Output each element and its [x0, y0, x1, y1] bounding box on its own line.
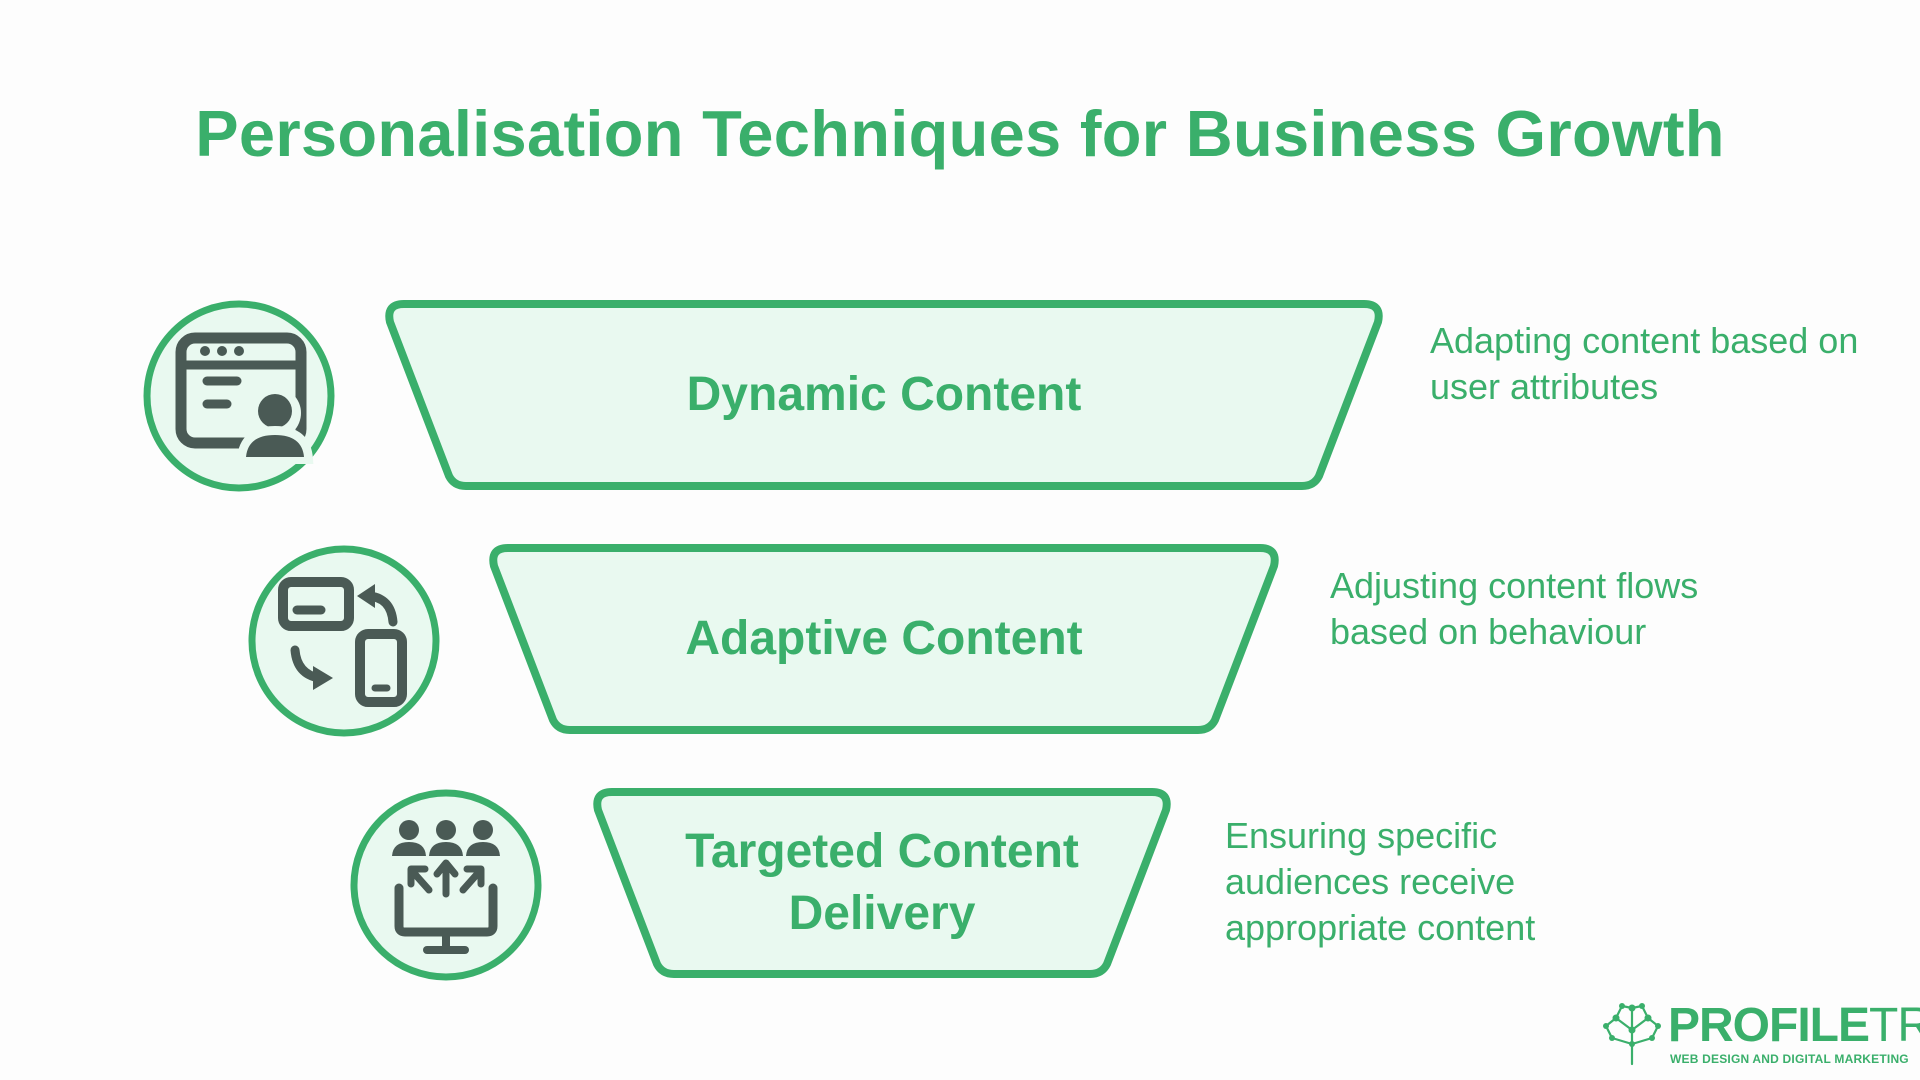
profiletree-logo: PROFILETREE WEB DESIGN AND DIGITAL MARKE… [1600, 1000, 1920, 1070]
funnel-step-targeted-content-delivery: Targeted Content Delivery [582, 786, 1182, 980]
page-title: Personalisation Techniques for Business … [195, 97, 1725, 170]
logo-name-thin: TREE [1869, 999, 1920, 1052]
step-description: Ensuring specific audiences receive appr… [1225, 815, 1536, 948]
step-description: Adjusting content flows based on behavio… [1330, 565, 1699, 652]
step-1-icon-circle [142, 299, 336, 493]
browser-user-icon [143, 300, 335, 492]
funnel-step-dynamic-content: Dynamic Content [374, 298, 1394, 492]
step-label: Adaptive Content [685, 612, 1083, 665]
step-label: Dynamic Content [686, 368, 1082, 421]
logo-wordmark: PROFILETREE [1668, 1000, 1920, 1052]
tree-network-icon [1603, 1003, 1661, 1066]
logo-name-bold: PROFILE [1668, 999, 1870, 1052]
funnel-step-adaptive-content: Adaptive Content [478, 542, 1290, 736]
step-description: Adapting content based on user attribute… [1430, 320, 1859, 407]
audience-screen-icon [350, 789, 542, 981]
step-label: Targeted Content Delivery [685, 825, 1079, 940]
step-3-icon-circle [349, 788, 543, 982]
step-2-icon-circle [247, 544, 441, 738]
logo-tagline: WEB DESIGN AND DIGITAL MARKETING [1670, 1052, 1909, 1066]
device-switch-icon [248, 545, 440, 737]
